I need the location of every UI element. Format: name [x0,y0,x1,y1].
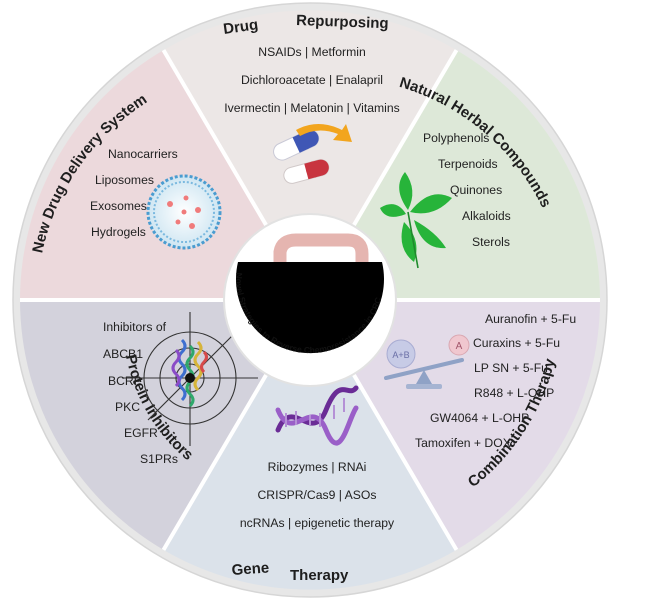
herbal-item: Sterols [472,235,510,249]
sector-gene-therapy [163,300,457,590]
combination-item: Curaxins + 5-Fu [473,336,560,350]
scale-left-label: A+B [392,350,409,360]
scale-right-label: A [456,341,463,352]
delivery-item: Exosomes [90,199,147,213]
combination-item: R848 + L-OHP [474,386,554,400]
protein-item: Inhibitors of [103,320,167,334]
liposome-icon [146,174,222,250]
protein-item: EGFR [124,426,158,440]
delivery-item: Liposomes [95,173,154,187]
combination-item: Auranofin + 5-Fu [485,312,576,326]
herbal-item: Quinones [450,183,502,197]
sector-drug-repurposing [163,10,457,300]
herbal-item: Alkaloids [462,209,511,223]
protein-item: PKC [115,400,140,414]
protein-item: ABCB1 [103,347,143,361]
sector-combination [310,300,600,550]
protein-item: BCRP [108,374,142,388]
gene-therapy-title-word1: Gene [231,559,270,579]
sector-protein-inhibitors [20,300,310,550]
gene-item: CRISPR/Cas9 | ASOs [258,488,377,502]
drug-item: NSAIDs | Metformin [258,45,365,59]
combination-item: LP SN + 5-Fu [474,361,548,375]
drug-item: Dichloroacetate | Enalapril [241,73,383,87]
gene-item: Ribozymes | RNAi [268,460,367,474]
drug-repurposing-title-word2: Repurposing [296,12,389,32]
combination-item: Tamoxifen + DOX [415,436,511,450]
protein-item: S1PRs [140,452,178,466]
protein-structure-icon [171,338,208,408]
sector-natural-herbal [310,50,600,300]
drug-item: Ivermectin | Melatonin | Vitamins [224,101,399,115]
combination-item: GW4064 + L-OHP [430,411,529,425]
balance-scale-icon: A+B A [384,334,470,389]
herbal-item: Polyphenols [423,131,489,145]
sector-delivery [20,50,310,300]
leaf-icon [380,172,452,269]
gene-item: ncRNAs | epigenetic therapy [240,516,395,530]
sectors [20,10,600,590]
herbal-item: Terpenoids [438,157,498,171]
gene-therapy-title-word2: Therapy [290,567,349,584]
pill-capsule-icon [273,129,330,184]
delivery-item: Nanocarriers [108,147,178,161]
dna-helix-icon [275,385,359,446]
arrow-icon [296,124,352,142]
drug-repurposing-title-word1: Drug [222,16,259,38]
delivery-item: Hydrogels [91,225,146,239]
